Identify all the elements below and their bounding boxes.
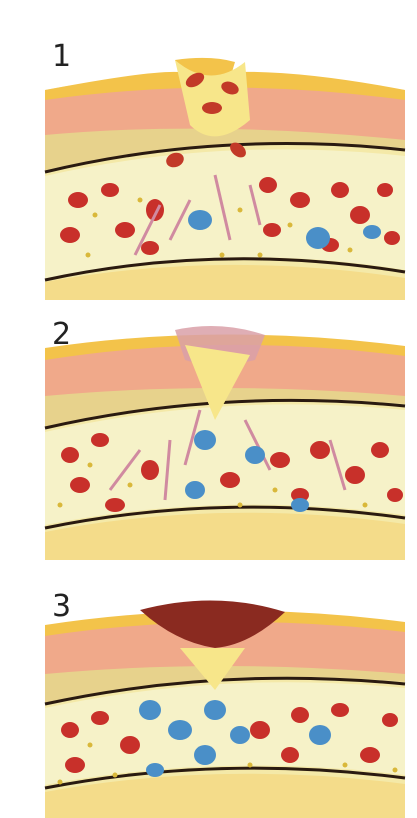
panel-number: 2 [52,320,71,350]
panel-number: 3 [52,592,71,622]
panel-3: 3 [0,570,417,818]
panel-2: 2 [0,300,417,560]
panel-1: 1 [0,0,417,300]
panel-number: 1 [52,42,71,72]
